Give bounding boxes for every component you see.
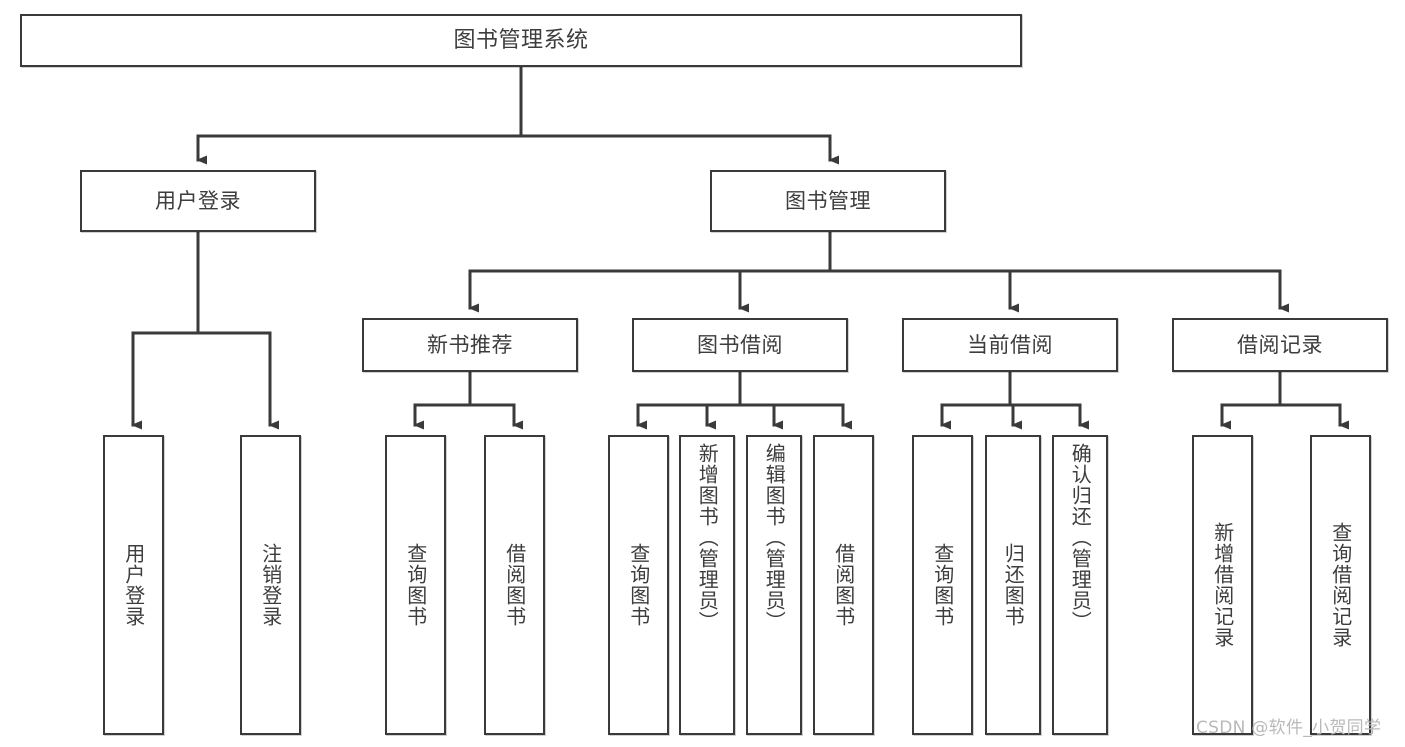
node-new-book-recommend[interactable]: 新书推荐 xyxy=(362,318,578,372)
node-root-label: 图书管理系统 xyxy=(453,27,589,53)
node-borrow-record[interactable]: 借阅记录 xyxy=(1172,318,1388,372)
node-leaf-query-book-2-label: 查询图书 xyxy=(626,543,651,627)
node-leaf-query-book-2[interactable]: 查询图书 xyxy=(608,435,669,735)
node-leaf-confirm-return[interactable]: 确认归还（管理员） xyxy=(1052,435,1108,735)
node-leaf-borrow-book-2-label: 借阅图书 xyxy=(831,543,856,627)
node-leaf-query-book-3[interactable]: 查询图书 xyxy=(912,435,973,735)
node-leaf-query-record[interactable]: 查询借阅记录 xyxy=(1310,435,1371,735)
node-book-manage-label: 图书管理 xyxy=(785,188,871,213)
node-leaf-query-book-3-label: 查询图书 xyxy=(930,543,955,627)
node-user-login-label: 用户登录 xyxy=(155,188,241,213)
node-user-login[interactable]: 用户登录 xyxy=(80,170,316,232)
node-leaf-borrow-book-1[interactable]: 借阅图书 xyxy=(484,435,545,735)
node-leaf-query-book-1[interactable]: 查询图书 xyxy=(385,435,446,735)
watermark-text: CSDN @软件_小贺同学 xyxy=(1196,718,1382,738)
node-root[interactable]: 图书管理系统 xyxy=(20,14,1022,67)
node-leaf-add-book-label: 新增图书（管理员） xyxy=(695,443,720,632)
node-book-borrow-label: 图书借阅 xyxy=(697,332,783,357)
node-book-borrow[interactable]: 图书借阅 xyxy=(632,318,848,372)
node-leaf-query-book-1-label: 查询图书 xyxy=(403,543,428,627)
node-leaf-confirm-return-label: 确认归还（管理员） xyxy=(1068,443,1093,632)
node-leaf-user-logout[interactable]: 注销登录 xyxy=(240,435,301,735)
node-current-borrow[interactable]: 当前借阅 xyxy=(902,318,1118,372)
node-leaf-edit-book-label: 编辑图书（管理员） xyxy=(762,443,787,632)
node-leaf-user-login[interactable]: 用户登录 xyxy=(103,435,164,735)
node-leaf-borrow-book-1-label: 借阅图书 xyxy=(502,543,527,627)
node-borrow-record-label: 借阅记录 xyxy=(1237,332,1323,357)
node-leaf-return-book[interactable]: 归还图书 xyxy=(985,435,1041,735)
node-leaf-user-logout-label: 注销登录 xyxy=(258,543,283,627)
node-leaf-edit-book[interactable]: 编辑图书（管理员） xyxy=(746,435,802,735)
node-leaf-user-login-label: 用户登录 xyxy=(121,543,146,627)
node-leaf-add-record-label: 新增借阅记录 xyxy=(1210,522,1235,648)
node-new-book-recommend-label: 新书推荐 xyxy=(427,332,513,357)
node-book-manage[interactable]: 图书管理 xyxy=(710,170,946,232)
node-leaf-borrow-book-2[interactable]: 借阅图书 xyxy=(813,435,874,735)
node-leaf-add-record[interactable]: 新增借阅记录 xyxy=(1192,435,1253,735)
node-leaf-return-book-label: 归还图书 xyxy=(1001,543,1026,627)
node-current-borrow-label: 当前借阅 xyxy=(967,332,1053,357)
node-leaf-add-book[interactable]: 新增图书（管理员） xyxy=(679,435,735,735)
node-leaf-query-record-label: 查询借阅记录 xyxy=(1328,522,1353,648)
